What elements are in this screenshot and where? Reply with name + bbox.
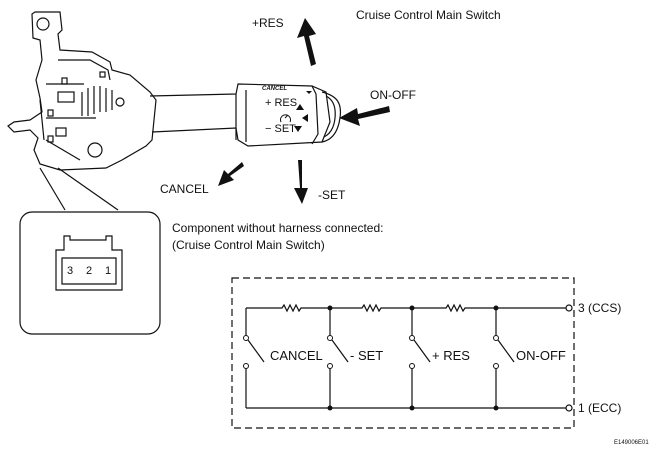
switch-body — [7, 11, 157, 171]
switch-label-on-off: ON-OFF — [516, 348, 566, 363]
circuit-wiring — [245, 303, 566, 409]
circuit-junctions — [327, 305, 499, 411]
component-note-line1: Component without harness connected: — [172, 221, 384, 235]
switch-label-cancel: CANCEL — [270, 348, 323, 363]
label-res: +RES — [252, 16, 284, 30]
switch-contacts — [243, 335, 499, 369]
connector-pin-2: 2 — [86, 265, 93, 277]
label-on-off: ON-OFF — [370, 88, 416, 102]
terminal-label-ecc: 1 (ECC) — [578, 401, 622, 415]
lever-res-mark: + RES — [265, 97, 298, 109]
label-set: -SET — [318, 188, 346, 202]
lever-face-marks — [294, 91, 312, 132]
diagram-title: Cruise Control Main Switch — [356, 8, 501, 22]
connector-pin-1: 1 — [105, 265, 112, 277]
label-cancel: CANCEL — [160, 182, 209, 196]
figure-code: E149006E01 — [614, 440, 649, 446]
connector-inset — [19, 167, 161, 335]
lever-set-mark: − SET — [265, 123, 296, 135]
set-speed-icon — [280, 114, 291, 123]
direction-arrows — [218, 18, 390, 204]
connector-pin-3: 3 — [67, 265, 74, 277]
component-note-line2: (Cruise Control Main Switch) — [172, 238, 325, 252]
terminal-label-ccs: 3 (CCS) — [578, 301, 622, 315]
cruise-lever-stalk — [149, 83, 342, 147]
lever-cancel-mark: CANCEL — [262, 86, 287, 92]
circuit-terminals — [565, 304, 573, 412]
switch-label-res: + RES — [432, 348, 470, 363]
switch-label-set: - SET — [350, 348, 384, 363]
circuit-dashed-frame — [231, 277, 575, 429]
